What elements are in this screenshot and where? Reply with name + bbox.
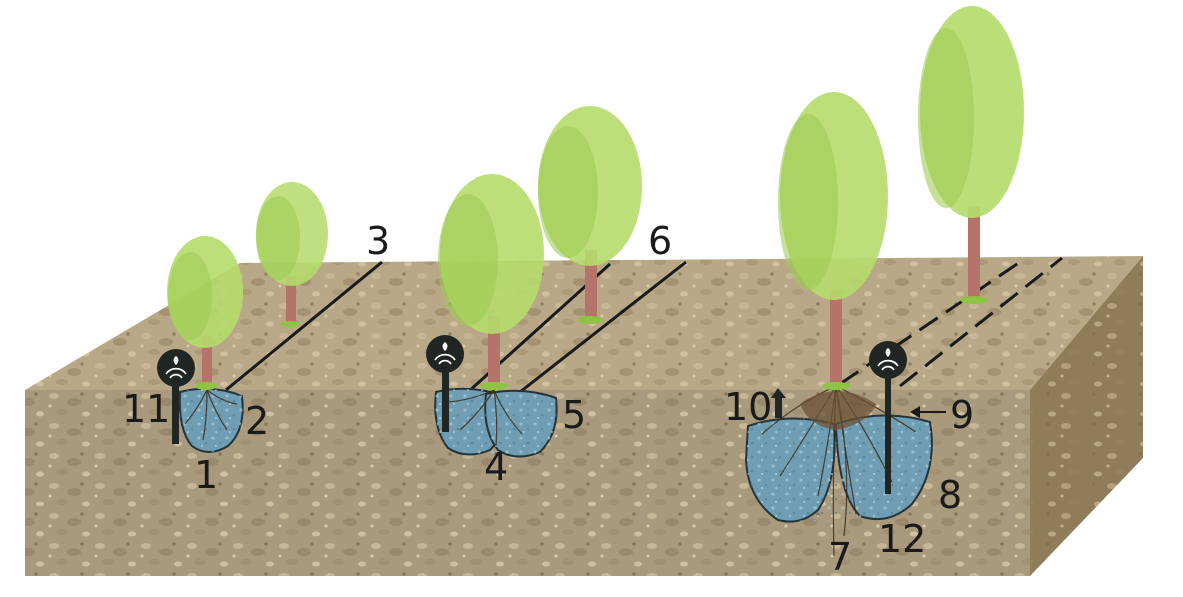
root-icon [447,389,523,447]
tree-row-2 [438,106,642,390]
callout-12: 12 [878,517,926,561]
callout-11: 11 [122,387,170,431]
callout-2: 2 [245,399,269,443]
callouts: 1 2 3 4 5 6 7 8 9 10 11 12 [122,219,974,579]
callout-8: 8 [938,473,962,517]
arrow-9 [910,406,946,418]
soil-side-texture [1030,256,1143,576]
wireless-soil-sensor-icon [869,341,907,494]
tree-icon [167,236,243,390]
tree-icon [256,182,328,327]
tree-row-1 [167,182,328,390]
root-icon [761,385,917,557]
wet-bulb-1-tex [179,388,243,452]
callout-3: 3 [366,219,390,263]
drip-line-8b [899,256,1063,388]
callout-6: 6 [648,219,672,263]
callout-1: 1 [194,453,218,497]
root-zone-mass [800,391,876,430]
tree-icon [918,6,1024,304]
roots [184,385,917,557]
tree-row-3 [778,6,1024,390]
callout-7: 7 [828,535,852,579]
probe-10 [771,388,786,418]
drip-line-6 [519,260,687,394]
wet-bulb-4-tex [435,389,557,457]
soil-sensors [157,335,907,494]
wet-bulb-8-tex [746,417,932,522]
tree-icon [538,106,642,324]
callout-9: 9 [950,393,974,437]
root-icon [184,389,238,441]
callout-10: 10 [724,385,772,429]
tree-icon [438,174,544,390]
tree-icon [778,92,888,390]
callout-5: 5 [562,393,586,437]
wireless-soil-sensor-icon [157,349,195,444]
drip-line-3 [225,260,383,392]
wireless-soil-sensor-icon [426,335,464,432]
callout-4: 4 [484,445,508,489]
